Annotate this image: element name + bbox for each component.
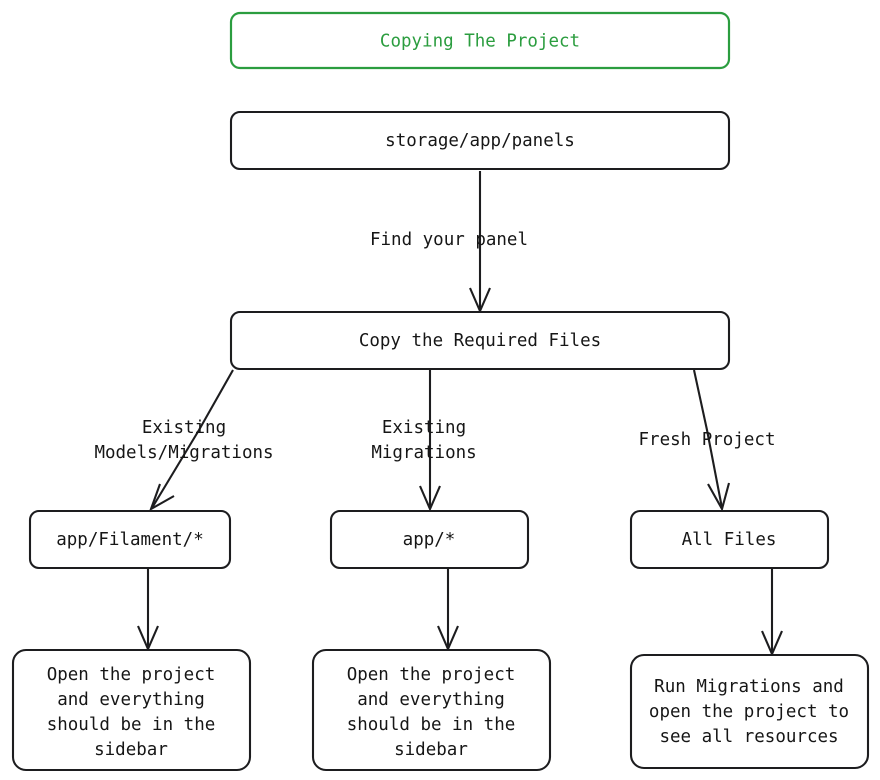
node-result-mid-line1: Open the project	[347, 665, 516, 685]
edge-line	[151, 369, 234, 509]
node-app-wildcard[interactable]: app/*	[329, 509, 530, 570]
node-copy-box[interactable]	[229, 310, 731, 371]
edge-label-existing-models-line2: Models/Migrations	[94, 443, 273, 463]
edge-copy-to-filament: Existing Models/Migrations	[94, 369, 274, 512]
node-all-files[interactable]: All Files	[629, 509, 830, 570]
node-result-left-line1: Open the project	[47, 665, 216, 685]
node-all-files-box[interactable]	[629, 509, 830, 570]
node-result-mid-box[interactable]	[311, 648, 552, 772]
edge-allfiles-to-result-right	[761, 569, 783, 657]
node-result-left-line4: sidebar	[94, 740, 168, 760]
arrowhead-icon	[149, 483, 175, 512]
edge-label-existing-migrations-line2: Migrations	[371, 443, 476, 463]
node-all-files-label: All Files	[682, 530, 777, 550]
node-copy-required-files[interactable]: Copy the Required Files	[229, 310, 731, 371]
node-result-right-line2: open the project to	[649, 702, 849, 722]
node-result-mid-line2: and everything	[357, 690, 505, 710]
node-app-filament-label: app/Filament/*	[56, 530, 204, 550]
node-result-right-line3: see all resources	[659, 727, 838, 747]
node-title[interactable]: Copying The Project	[229, 11, 731, 70]
edge-storage-to-copy: Find your panel	[370, 171, 528, 314]
edge-filament-to-result-left	[137, 569, 159, 652]
node-result-left[interactable]: Open the project and everything should b…	[11, 648, 252, 772]
edge-line	[692, 369, 724, 509]
node-result-left-line2: and everything	[57, 690, 205, 710]
node-result-mid-line4: sidebar	[394, 740, 468, 760]
node-title-box[interactable]	[229, 11, 731, 70]
edge-label-existing-models-line1: Existing	[142, 418, 226, 438]
node-app-filament-box[interactable]	[28, 509, 232, 570]
node-app-filament[interactable]: app/Filament/*	[28, 509, 232, 570]
node-result-mid[interactable]: Open the project and everything should b…	[311, 648, 552, 772]
edge-label-fresh-project: Fresh Project	[639, 430, 776, 450]
edge-app-to-result-mid	[437, 569, 459, 652]
node-result-right-box[interactable]	[629, 653, 870, 770]
arrowhead-icon	[419, 485, 441, 512]
edge-label-existing-migrations-line1: Existing	[382, 418, 466, 438]
node-result-right-line1: Run Migrations and	[654, 677, 844, 697]
node-app-wildcard-box[interactable]	[329, 509, 530, 570]
node-title-label: Copying The Project	[380, 32, 580, 52]
node-storage-box[interactable]	[229, 110, 731, 171]
edge-copy-to-app: Existing Migrations	[371, 370, 477, 512]
node-result-left-line3: should be in the	[47, 715, 216, 735]
node-copy-label: Copy the Required Files	[359, 331, 601, 351]
edge-label-find-your-panel: Find your panel	[370, 230, 528, 250]
node-app-wildcard-label: app/*	[403, 530, 456, 550]
edge-copy-to-allfiles: Fresh Project	[639, 369, 776, 512]
arrowhead-icon	[707, 482, 731, 512]
node-result-right[interactable]: Run Migrations and open the project to s…	[629, 653, 870, 770]
node-result-left-box[interactable]	[11, 648, 252, 772]
node-storage-app-panels[interactable]: storage/app/panels	[229, 110, 731, 171]
node-result-mid-line3: should be in the	[347, 715, 516, 735]
node-storage-label: storage/app/panels	[385, 131, 575, 151]
